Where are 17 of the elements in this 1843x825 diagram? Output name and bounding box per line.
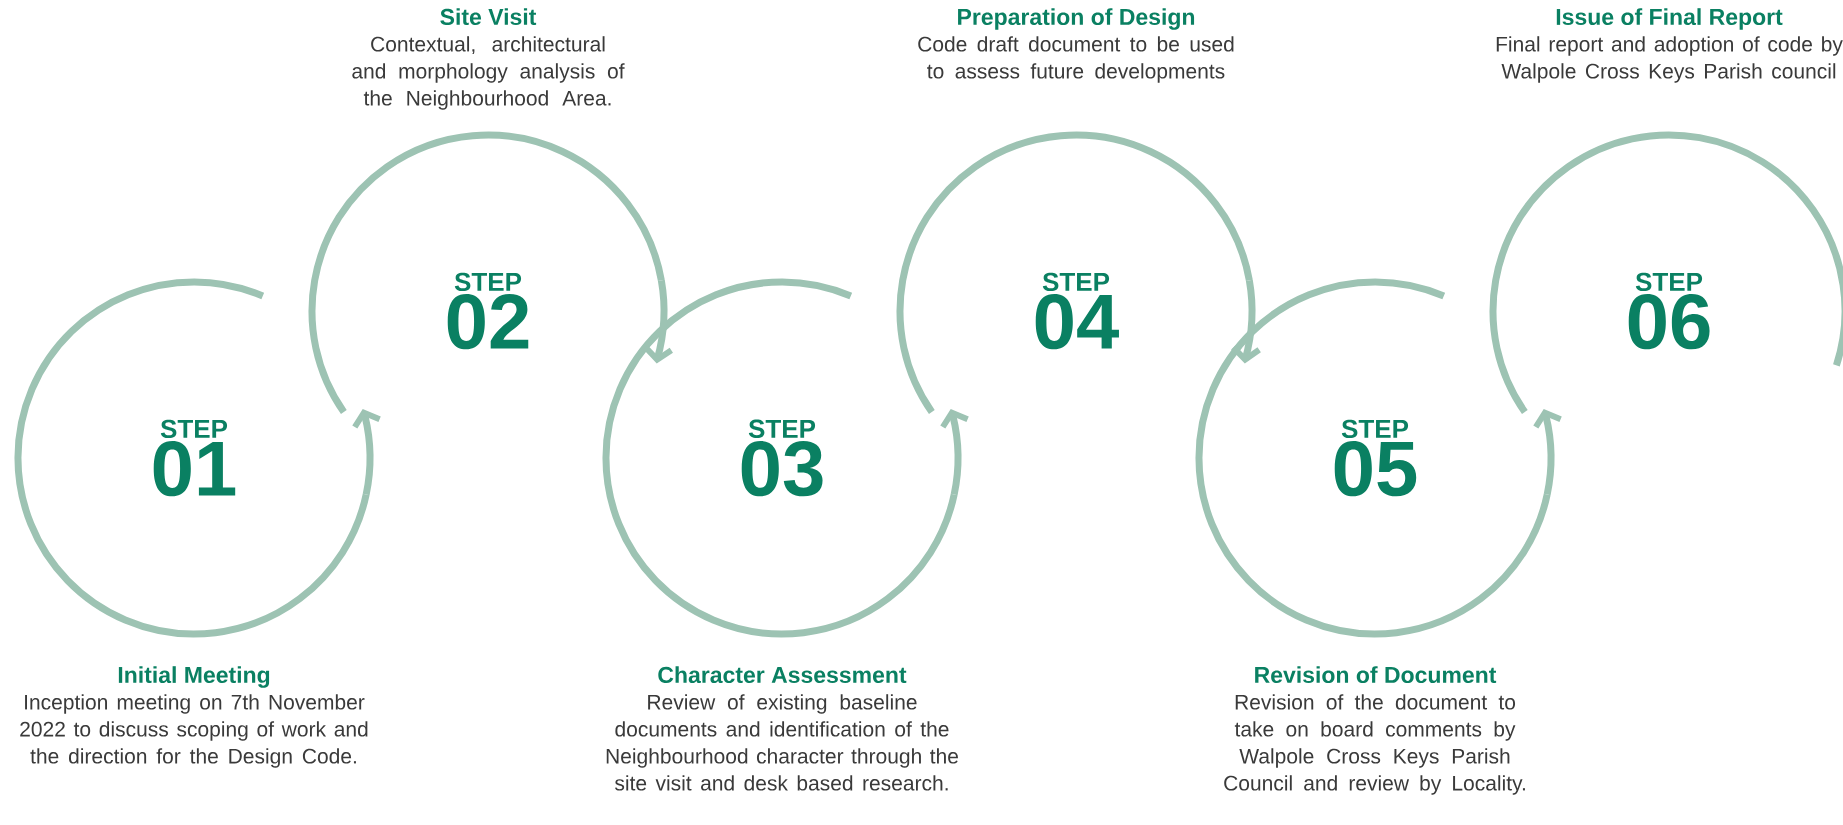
arrow [1533,408,1562,496]
step-heading: Issue of Final Report [1556,8,1783,30]
step-heading: Revision of Document [1255,666,1497,684]
step-description: Contextual, architectural and morphology analysis of the Neighbourhood Area. [352,36,625,110]
step-heading: Site Visit [440,8,537,26]
arrow [940,408,969,496]
step-description: Code draft document to be used to assess future developments [918,36,1234,83]
step-description: Revision of the document to take on board comments by Walpole Cross Keys Parish Council and review by Locality. [1224,694,1525,795]
arrow [643,279,673,364]
step-heading: Preparation of Design [958,8,1195,30]
step-heading: Character Assessment [658,666,907,684]
step-heading: Initial Meeting [118,666,270,688]
step-description: Inception meeting on 7th November 2022 to discuss scoping of work and the direction for the Design Code. [20,694,368,768]
step-description: Review of existing baseline documents and identification of the Neighbourhood character through the site visit and desk based research. [606,694,958,791]
arrow [352,408,381,496]
step-description: Final report and adoption of code by Walpole Cross Keys Parish council [1496,36,1843,83]
arrow [1231,279,1261,364]
